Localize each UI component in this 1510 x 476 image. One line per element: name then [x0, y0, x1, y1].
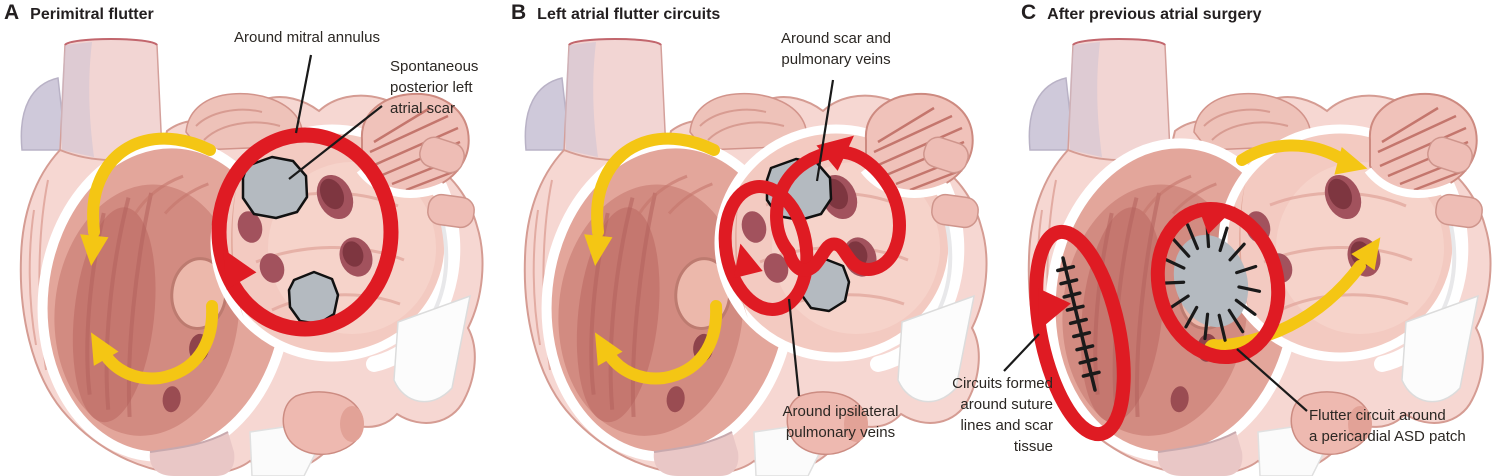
panel-a-illustration [21, 39, 483, 476]
panel-title: Perimitral flutter [30, 6, 154, 23]
circuit-around-asd-patch [1150, 191, 1286, 365]
panel-letter: A [4, 1, 20, 24]
callout-lines [288, 54, 1308, 412]
posterior-scar-patch [287, 270, 340, 326]
label-around-ipsilateral-pulmonary-veins: Around ipsilateral pulmonary veins [782, 403, 899, 441]
label-posterior-left-atrial-scar: Spontaneous posterior left atrial scar [390, 58, 479, 117]
panel-c-header: C After previous atrial surgery [1021, 1, 1261, 25]
circuit-around-suture-line [1022, 224, 1131, 442]
patch-stitches [1161, 219, 1262, 342]
callout-line-ipsilateral-pv [787, 298, 801, 397]
panel-letter: C [1021, 1, 1037, 24]
panel-a-header: A Perimitral flutter [4, 1, 154, 25]
label-around-scar-and-pulmonary-veins: Around scar and pulmonary veins [780, 30, 892, 68]
panel-title: Left atrial flutter circuits [537, 6, 721, 23]
panel-title: After previous atrial surgery [1047, 6, 1262, 23]
panel-b-header: B Left atrial flutter circuits [511, 1, 720, 25]
posterior-scar-patch [241, 155, 309, 220]
callout-line-posterior-scar [288, 105, 383, 180]
callout-line-suture [1003, 333, 1040, 372]
suture-line [1056, 256, 1101, 392]
asd-patch [1161, 219, 1262, 342]
circuit-around-ipsilateral-veins [718, 180, 814, 316]
perimitral-flutter-circuit [208, 127, 399, 337]
panel-c-illustration [1020, 39, 1490, 476]
callout-line-scar-pv [815, 79, 835, 182]
yellow-ra-circuit [76, 132, 219, 385]
callout-line-mitral-annulus [294, 54, 313, 134]
label-flutter-circuit-asd-patch: Flutter circuit around a pericardial ASD… [1309, 407, 1466, 445]
circuit-around-scar-and-veins [770, 122, 906, 277]
label-circuits-around-suture-lines: Circuits formed around suture lines and … [952, 375, 1053, 455]
label-around-mitral-annulus: Around mitral annulus [234, 29, 380, 46]
yellow-ra-circuit [580, 132, 723, 385]
panel-b-illustration [525, 39, 987, 476]
panel-letter: B [511, 1, 527, 24]
callout-line-asd-patch [1236, 348, 1308, 412]
